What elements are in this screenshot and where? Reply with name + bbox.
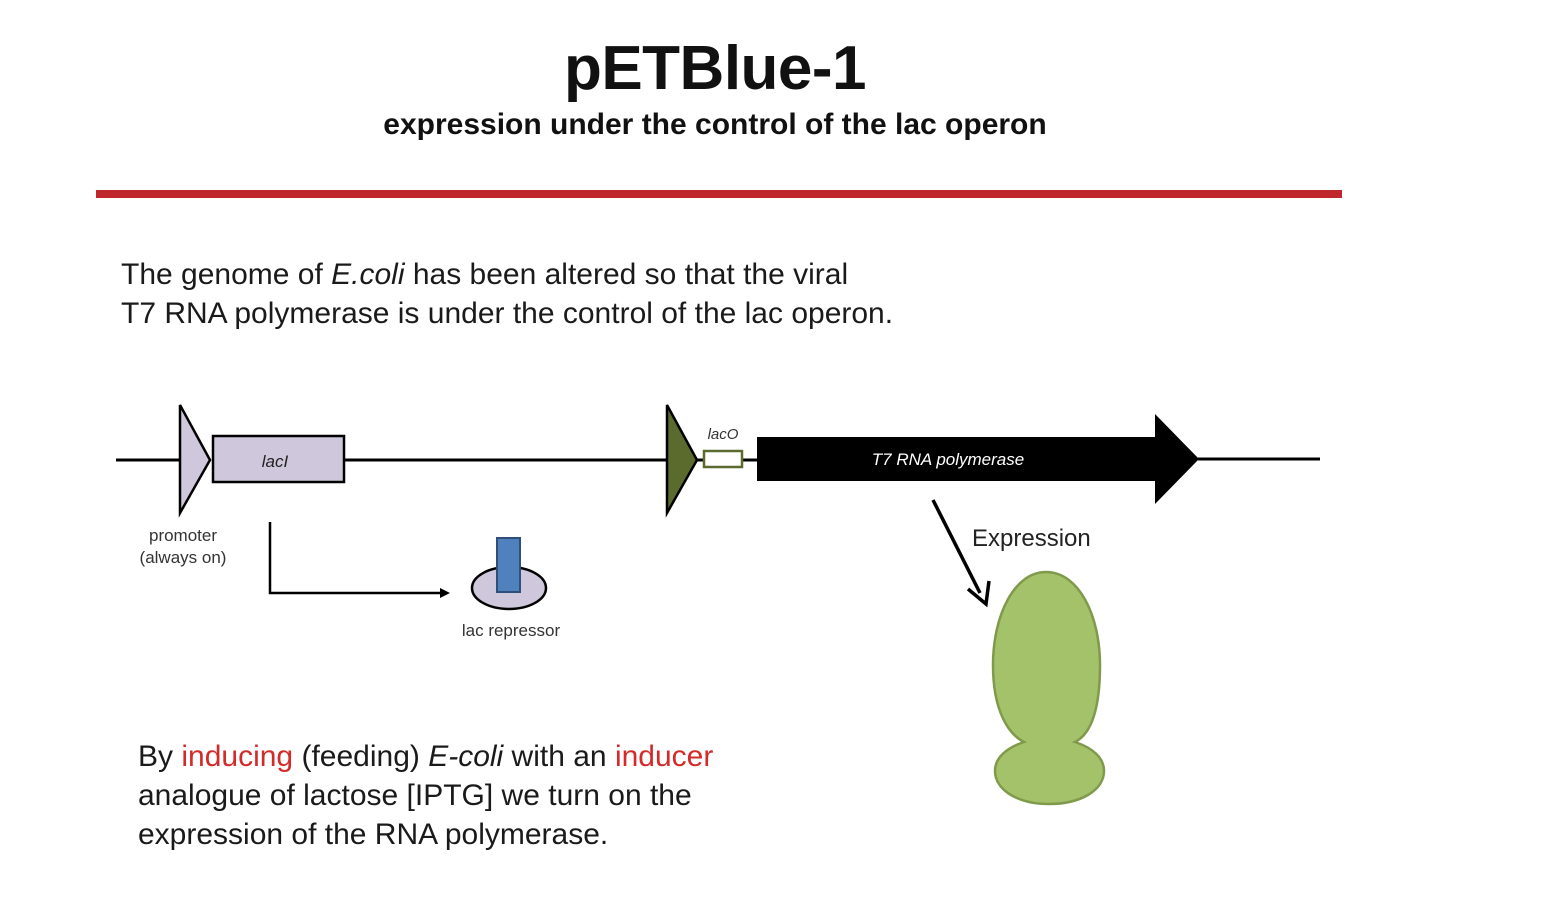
expression-arrow-shaft xyxy=(931,499,982,594)
t7-promoter-triangle xyxy=(665,404,699,518)
expression-arrowhead xyxy=(966,580,991,608)
t7-polymerase-protein xyxy=(991,570,1106,806)
outro-w3: (feeding) xyxy=(293,740,429,773)
t7-label: T7 RNA polymerase xyxy=(872,450,1024,469)
slide-title: pETBlue-1 xyxy=(563,34,867,103)
outro-w1: By xyxy=(138,740,182,773)
outro-paragraph: By inducing (feeding) E-coli with an ind… xyxy=(138,737,818,854)
title-divider xyxy=(96,190,1342,198)
laco-operator-box xyxy=(702,449,744,469)
laco-label: lacO xyxy=(708,426,739,443)
outro-w5: with an xyxy=(503,740,615,773)
outro-inducing: inducing xyxy=(181,740,294,773)
laci-to-repressor-arrowhead xyxy=(440,588,450,598)
intro-paragraph: The genome of E.coli has been altered so… xyxy=(121,255,1021,333)
expression-label: Expression xyxy=(972,525,1091,552)
outro-line-3: expression of the RNA polymerase. xyxy=(138,818,609,851)
intro-line-1: The genome of E.coli has been altered so… xyxy=(121,255,1021,294)
laci-promoter-triangle xyxy=(178,404,212,518)
t7-gene-arrow xyxy=(757,414,1199,504)
laci-gene-box xyxy=(211,434,346,484)
intro-line-1-pre: The genome of xyxy=(121,258,332,291)
outro-ecoli: E-coli xyxy=(428,740,504,773)
repressor-bar xyxy=(496,537,521,593)
laci-label: lacI xyxy=(262,452,289,471)
intro-line-1-post: has been altered so that the viral xyxy=(404,258,849,291)
intro-ecoli: E.coli xyxy=(331,258,405,291)
slide-subtitle: expression under the control of the lac … xyxy=(383,108,1047,141)
promoter-label-1: promoter xyxy=(149,526,217,545)
laci-to-repressor-arrow xyxy=(268,522,442,595)
intro-line-2: T7 RNA polymerase is under the control o… xyxy=(121,297,894,330)
repressor-label: lac repressor xyxy=(462,621,561,640)
outro-line-2: analogue of lactose [IPTG] we turn on th… xyxy=(138,779,692,812)
promoter-label-2: (always on) xyxy=(140,548,227,567)
outro-inducer: inducer xyxy=(614,740,714,773)
outro-line-1: By inducing (feeding) E-coli with an ind… xyxy=(138,737,818,776)
